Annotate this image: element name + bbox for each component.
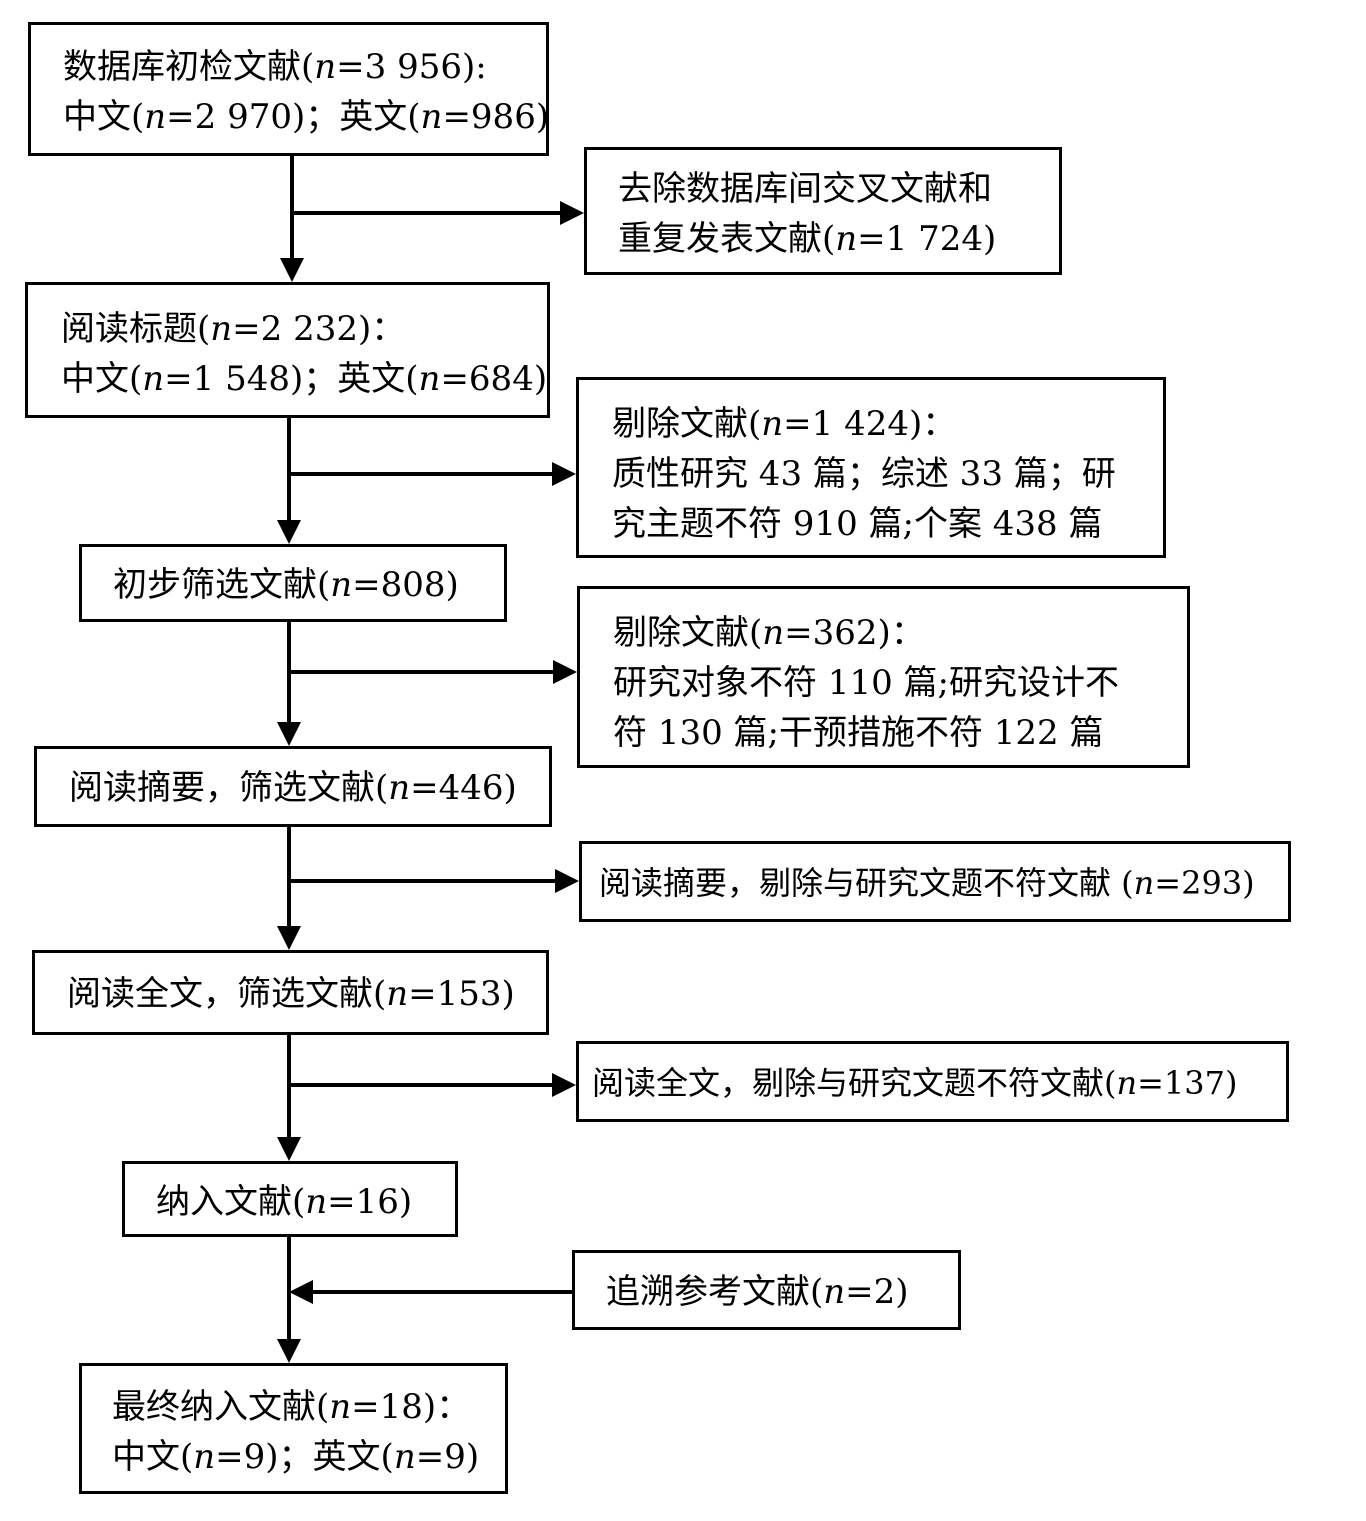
title-excluded-line1: 剔除文献(n=1 424)： [612,404,957,444]
arrow-initial-screen-to-abstract-screen [277,622,301,746]
reference-tracing-box: 追溯参考文献(n=2) [572,1250,961,1330]
final-included-line1: 最终纳入文献(n=18)： [112,1387,471,1427]
abstract-screen-box: 阅读摘要，筛选文献(n=446) [34,746,552,827]
screen-excluded-box: 剔除文献(n=362)： 研究对象不符 110 篇;研究设计不 符 130 篇;… [577,586,1190,768]
fulltext-excluded-box: 阅读全文，剔除与研究文题不符文献(n=137) [576,1041,1289,1122]
arrow-db-search-to-title-read [280,156,304,282]
title-excluded-line2: 质性研究 43 篇；综述 33 篇；研 [612,454,1116,494]
arrow-to-abstract-excluded [289,869,579,893]
dedup-removed-box: 去除数据库间交叉文献和 重复发表文献(n=1 724) [584,147,1062,275]
fulltext-screen-box: 阅读全文，筛选文献(n=153) [32,950,549,1035]
title-excluded-line3: 究主题不符 910 篇;个案 438 篇 [612,504,1103,544]
title-read-line1: 阅读标题(n=2 232)： [61,309,406,349]
arrow-fulltext-screen-to-included [277,1035,301,1161]
db-search-box: 数据库初检文献(n=3 956): 中文(n=2 970)；英文(n=986) [28,22,549,156]
screen-excluded-line3: 符 130 篇;干预措施不符 122 篇 [613,713,1104,753]
initial-screen-box: 初步筛选文献(n=808) [79,544,507,622]
final-included-box: 最终纳入文献(n=18)： 中文(n=9)；英文(n=9) [79,1363,508,1494]
included-box: 纳入文献(n=16) [122,1161,458,1237]
screen-excluded-line2: 研究对象不符 110 篇;研究设计不 [613,663,1119,703]
arrow-included-to-final-included [277,1237,301,1363]
arrow-from-reference-tracing [289,1280,572,1304]
included-line1: 纳入文献(n=16) [156,1182,413,1222]
fulltext-screen-line1: 阅读全文，筛选文献(n=153) [67,974,515,1014]
reference-tracing-line1: 追溯参考文献(n=2) [606,1272,909,1312]
arrow-to-title-excluded [289,462,576,486]
db-search-line1: 数据库初检文献(n=3 956): [63,47,487,87]
arrow-title-read-to-initial-screen [277,418,301,544]
title-read-line2: 中文(n=1 548)；英文(n=684) [61,359,548,399]
arrow-to-fulltext-excluded [289,1073,576,1097]
arrow-abstract-screen-to-fulltext-screen [277,827,301,950]
abstract-excluded-box: 阅读摘要，剔除与研究文题不符文献 (n=293) [579,841,1291,922]
title-excluded-box: 剔除文献(n=1 424)： 质性研究 43 篇；综述 33 篇；研 究主题不符… [576,377,1166,558]
dedup-removed-line2: 重复发表文献(n=1 724) [618,219,997,259]
screen-excluded-line1: 剔除文献(n=362)： [613,613,925,653]
arrow-to-dedup-removed [292,201,584,225]
db-search-line2: 中文(n=2 970)；英文(n=986) [63,97,550,137]
dedup-removed-line1: 去除数据库间交叉文献和 [618,169,992,209]
fulltext-excluded-line1: 阅读全文，剔除与研究文题不符文献(n=137) [592,1064,1238,1102]
final-included-line2: 中文(n=9)；英文(n=9) [112,1437,480,1477]
title-read-box: 阅读标题(n=2 232)： 中文(n=1 548)；英文(n=684) [25,282,550,418]
abstract-excluded-line1: 阅读摘要，剔除与研究文题不符文献 (n=293) [599,864,1255,902]
abstract-screen-line1: 阅读摘要，筛选文献(n=446) [69,768,517,808]
arrow-to-screen-excluded [289,660,577,684]
initial-screen-line1: 初步筛选文献(n=808) [113,565,459,605]
